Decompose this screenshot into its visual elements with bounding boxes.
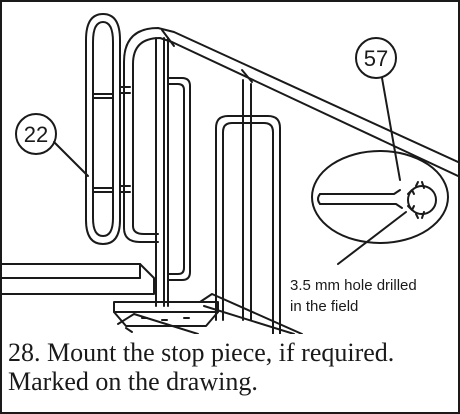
callout-57: 57 xyxy=(355,37,401,181)
base-plate xyxy=(113,301,219,327)
instruction-text: 28. Mount the stop piece, if required. M… xyxy=(8,338,454,396)
callout-57-label: 57 xyxy=(364,46,388,71)
stringers xyxy=(117,293,303,334)
handrail-pipe xyxy=(123,27,458,243)
callout-22-label: 22 xyxy=(24,122,48,147)
hole-leader xyxy=(337,211,407,265)
instruction-step-line: 28. Mount the stop piece, if required. xyxy=(8,338,395,367)
handrail-loop xyxy=(85,13,121,245)
baluster xyxy=(215,115,281,334)
hole-note-line2: in the field xyxy=(290,298,358,315)
callout-22: 22 xyxy=(15,113,89,177)
instruction-note-line: Marked on the drawing. xyxy=(8,367,258,396)
stop-piece-detail xyxy=(311,150,449,244)
post xyxy=(155,37,169,307)
hole-note-line1: 3.5 mm hole drilled xyxy=(290,277,417,294)
inner-frame xyxy=(167,77,191,281)
stair-railing-drawing: 22 57 3.5 mm hole drilled in the field xyxy=(2,13,458,334)
stair-tread xyxy=(2,263,155,295)
